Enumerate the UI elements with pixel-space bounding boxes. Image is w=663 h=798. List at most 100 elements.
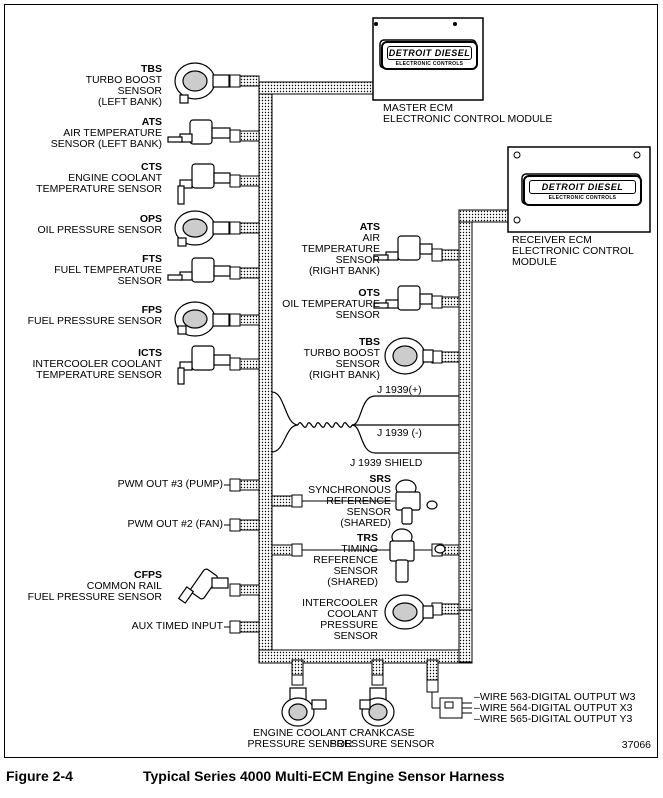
icts-line1: INTERCOOLER COOLANT	[32, 358, 162, 370]
branch-fts	[239, 267, 260, 279]
ats-left-line2: SENSOR (LEFT BANK)	[50, 138, 162, 150]
ats-right-sensor-icon	[373, 235, 433, 261]
ops-line1: OIL PRESSURE SENSOR	[37, 224, 162, 236]
branch-ops	[239, 222, 260, 234]
right-trunk	[458, 209, 473, 621]
branch-tbs-right	[439, 351, 460, 363]
icps-sensor-icon	[384, 594, 434, 630]
tbs-right-code: TBS	[359, 336, 380, 348]
connector-tbs-left	[229, 74, 241, 88]
connector-aux	[229, 620, 241, 634]
connector-icts	[229, 357, 241, 371]
branch-icps	[439, 603, 460, 615]
icts-code: ICTS	[138, 347, 162, 359]
ots-sensor-icon	[373, 285, 433, 311]
branch-ats-left	[239, 130, 260, 142]
branch-ats-right	[439, 249, 460, 261]
aux-label: AUX TIMED INPUT	[131, 620, 223, 632]
tbs-left-sensor-icon	[174, 62, 230, 104]
ccps-line2: PRESSURE SENSOR	[329, 738, 435, 750]
icts-sensor-icon	[177, 345, 231, 385]
caption-label: Figure 2-4	[6, 768, 73, 784]
cts-code: CTS	[141, 161, 162, 173]
srs-line1: SYNCHRONOUS	[308, 484, 391, 496]
receiver-ecm-logo: DETROIT DIESEL ELECTRONIC CONTROLS	[523, 175, 642, 206]
caption-title: Typical Series 4000 Multi-ECM Engine Sen…	[143, 768, 505, 784]
j1939-shield-label: J 1939 SHIELD	[350, 457, 423, 469]
ats-right-line1: AIR	[362, 232, 380, 244]
connector-ccps	[371, 674, 384, 686]
j1939-wire-upper	[271, 391, 299, 426]
srs-line2: REFERENCE	[326, 495, 391, 507]
cts-line1: ENGINE COOLANT	[68, 172, 162, 184]
ecps-line1: ENGINE COOLANT	[253, 727, 347, 739]
bottom-trunk	[258, 649, 473, 664]
pwm2-label: PWM OUT #2 (FAN)	[127, 518, 223, 530]
master-ecm-logo-text: DETROIT DIESEL	[387, 46, 472, 60]
trs-line3: SENSOR	[333, 565, 378, 577]
master-ecm-logo-subtext: ELECTRONIC CONTROLS	[395, 61, 464, 67]
connector-ots	[431, 295, 443, 309]
branch-tbs-left	[239, 75, 260, 87]
j1939-minus-label: J 1939 (-)	[377, 427, 422, 439]
cfps-line1: COMMON RAIL	[86, 580, 162, 592]
ccps-line1: CRANKCASE	[349, 727, 415, 739]
fps-sensor-icon	[174, 301, 230, 337]
ats-right-line3: SENSOR	[335, 254, 380, 266]
trs-line2: REFERENCE	[313, 554, 378, 566]
ats-right-line4: (RIGHT BANK)	[309, 265, 380, 277]
cfps-code: CFPS	[133, 569, 162, 581]
pwm3-label: PWM OUT #3 (PUMP)	[117, 478, 223, 490]
ats-right-line2: TEMPERATURE	[301, 243, 380, 255]
receiver-ecm-logo-subtext: ELECTRONIC CONTROLS	[548, 195, 617, 201]
ops-sensor-icon	[174, 210, 230, 247]
fts-code: FTS	[142, 253, 162, 265]
connector-cts	[229, 174, 241, 188]
connector-cfps	[229, 583, 241, 597]
branch-fps	[239, 314, 260, 326]
cts-sensor-icon	[177, 163, 231, 205]
tbs-left-line2: SENSOR	[117, 85, 162, 97]
connector-pwm2	[229, 518, 241, 532]
connector-srs	[291, 494, 303, 508]
wire-565-label: –WIRE 565-DIGITAL OUTPUT Y3	[474, 713, 633, 725]
icts-line2: TEMPERATURE SENSOR	[36, 369, 162, 381]
branch-icts	[239, 358, 260, 370]
srs-sensor-icon	[395, 479, 438, 525]
master-ecm-subtitle: ELECTRONIC CONTROL MODULE	[383, 113, 553, 125]
icps-line3: PRESSURE	[320, 619, 378, 631]
branch-pwm3	[239, 479, 260, 491]
connector-ats-left	[229, 129, 241, 143]
wire-564-label: –WIRE 564-DIGITAL OUTPUT X3	[474, 702, 633, 714]
connector-digital	[426, 679, 439, 693]
wire-563-label: –WIRE 563-DIGITAL OUTPUT W3	[474, 691, 636, 703]
connector-ats-right	[431, 248, 443, 262]
connector-ecps	[291, 674, 304, 686]
receiver-ecm-subtitle-2: MODULE	[512, 256, 557, 268]
trunk-to-receiver-ecm	[458, 209, 514, 223]
j1939-wire-lower	[271, 424, 299, 453]
branch-ots	[439, 296, 460, 308]
srs-code: SRS	[369, 473, 391, 485]
trs-code: TRS	[357, 532, 378, 544]
tbs-left-code: TBS	[141, 63, 162, 75]
connector-ops	[229, 221, 241, 235]
fts-line1: FUEL TEMPERATURE	[54, 264, 162, 276]
right-trunk-lower	[458, 609, 473, 663]
connector-fps	[229, 313, 241, 327]
digital-output-wires-label: –WIRE 563-DIGITAL OUTPUT W3–WIRE 564-DIG…	[474, 692, 635, 725]
tbs-left-line1: TURBO BOOST	[85, 74, 162, 86]
j1939-twist	[297, 422, 353, 428]
receiver-ecm-logo-text: DETROIT DIESEL	[529, 180, 636, 194]
